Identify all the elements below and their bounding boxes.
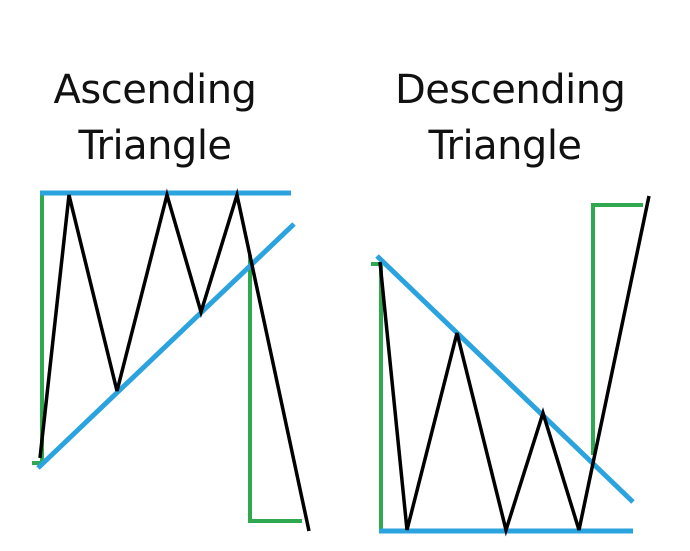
- ascending-title-line1: Ascending: [53, 67, 257, 113]
- ascending-triangle-diagram: [32, 188, 311, 532]
- ascending-target-measure: [248, 255, 302, 523]
- descending-triangle-diagram: [371, 195, 651, 537]
- descending-triangle-title: Descending Triangle: [395, 62, 626, 174]
- ascending-title-line2: Triangle: [78, 123, 232, 169]
- descending-title-line2: Triangle: [428, 123, 582, 169]
- ascending-support-line: [36, 222, 296, 470]
- ascending-price-path: [38, 188, 311, 532]
- descending-resistance-line: [375, 254, 635, 504]
- ascending-triangle-title: Ascending Triangle: [50, 62, 260, 174]
- descending-title-line1: Descending: [395, 67, 626, 113]
- descending-price-path: [378, 195, 651, 537]
- descending-target-measure: [591, 203, 643, 455]
